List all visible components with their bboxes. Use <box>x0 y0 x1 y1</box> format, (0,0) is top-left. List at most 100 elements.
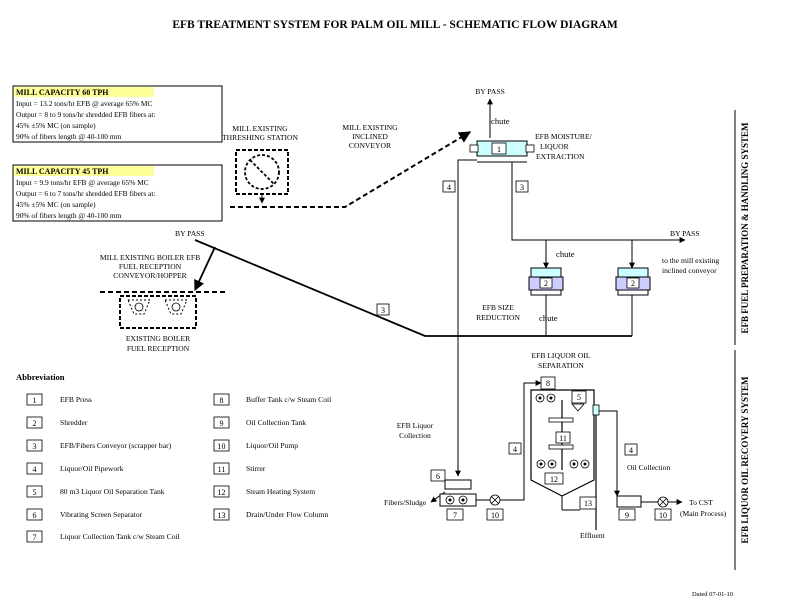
shredder-2a: 2 <box>528 267 564 296</box>
capacity-line: Input = 9.9 tons/hr EFB @ average 65% MC <box>16 178 149 187</box>
fiber-conveyor-line <box>511 162 686 243</box>
abbreviation-code: 2 <box>33 419 37 428</box>
equipment-tag: 5 <box>577 393 581 402</box>
boiler-fuel-hopper <box>100 291 225 329</box>
abbreviation-desc: Shredder <box>60 418 88 427</box>
abbreviation-desc: Steam Heating System <box>246 487 315 496</box>
separation-label: EFB LIQUOR OIL <box>531 351 590 360</box>
equipment-tag: 4 <box>629 446 633 455</box>
dated-label: Dated 07-01-10 <box>692 591 733 598</box>
capacity-line: 45% ±5% MC (on sample) <box>16 121 96 130</box>
abbreviation-desc: Vibrating Screen Separator <box>60 510 143 519</box>
moisture-label: LIQUOR <box>540 142 570 151</box>
moisture-label: EFB MOISTURE/ <box>535 132 593 141</box>
to-mill-label: to the mill existing <box>662 256 719 265</box>
equipment-tag: 9 <box>625 511 629 520</box>
inclined-conveyor-label: INCLINED <box>352 132 388 141</box>
capacity-line: Output = 6 to 7 tons/hr shredded EFB fib… <box>16 189 155 198</box>
abbreviation-code: 13 <box>218 511 226 520</box>
threshing-station <box>235 149 289 204</box>
equipment-tag: 1 <box>497 145 501 154</box>
capacity-heading: MILL CAPACITY 60 TPH <box>16 88 109 97</box>
capacity-line: 90% of fibers length @ 40-100 mm <box>16 211 122 220</box>
abbreviation-code: 9 <box>220 419 224 428</box>
oil-collection-line <box>599 410 620 497</box>
oil-collection-tank-9 <box>616 495 642 508</box>
bypass-label: BY PASS <box>475 87 505 96</box>
abbreviation-code: 12 <box>218 488 226 497</box>
abbreviation-code: 11 <box>218 465 226 474</box>
side-label-oil: EFB LIQUOR OIL RECOVERY SYSTEM <box>740 376 750 543</box>
vibrating-screen-6 <box>444 479 472 490</box>
inclined-conveyor-label: MILL EXISTING <box>342 123 398 132</box>
to-cst-label: To CST <box>689 498 713 507</box>
abbreviation-code: 4 <box>33 465 37 474</box>
abbreviation-code: 1 <box>33 396 37 405</box>
threshing-label: MILL EXISTING <box>232 124 288 133</box>
abbreviation-desc: Oil Collection Tank <box>246 418 306 427</box>
abbreviation-heading: Abbreviation <box>16 372 65 382</box>
abbreviation-code: 3 <box>33 442 37 451</box>
capacity-line: 45% ±5% MC (on sample) <box>16 200 96 209</box>
boiler-label: MILL EXISTING BOILER EFB <box>100 253 200 262</box>
equipment-tag: 6 <box>436 472 440 481</box>
existing-boiler-label: FUEL RECEPTION <box>127 344 190 353</box>
equipment-tag: 7 <box>453 511 457 520</box>
liquor-collection-tank-7 <box>439 493 477 507</box>
equipment-tag: 10 <box>491 511 499 520</box>
feed-to-buffer-line <box>523 380 542 471</box>
equipment-tag: 4 <box>513 445 517 454</box>
capacity-box-60tph: MILL CAPACITY 60 TPH Input = 13.2 tons/h… <box>12 85 223 143</box>
separation-tank-5: 11 12 <box>530 389 595 497</box>
diagram-title: EFB TREATMENT SYSTEM FOR PALM OIL MILL -… <box>172 19 618 31</box>
moisture-label: EXTRACTION <box>536 152 585 161</box>
boiler-label: CONVEYOR/HOPPER <box>113 271 187 280</box>
equipment-tag: 13 <box>584 499 592 508</box>
equipment-tag: 11 <box>559 434 567 443</box>
shredder-2b: 2 <box>615 267 651 296</box>
bypass-label: BY PASS <box>670 229 700 238</box>
liquor-collection-label: EFB Liquor <box>397 421 434 430</box>
chute-label: chute <box>556 249 575 259</box>
abbreviation-desc: EFB/Fibers Conveyor (scrapper bar) <box>60 441 172 450</box>
inclined-conveyor-line <box>230 131 472 208</box>
capacity-heading: MILL CAPACITY 45 TPH <box>16 167 109 176</box>
capacity-box-45tph: MILL CAPACITY 45 TPH Input = 9.9 tons/hr… <box>12 164 223 222</box>
equipment-tag: 8 <box>546 379 550 388</box>
equipment-tag: 2 <box>544 279 548 288</box>
abbreviation-desc: Liquor/Oil Pipework <box>60 464 124 473</box>
equipment-tag: 3 <box>381 306 385 315</box>
capacity-line: Output = 8 to 9 tons/hr shredded EFB fib… <box>16 110 155 119</box>
equipment-tag: 10 <box>659 511 667 520</box>
abbreviation-desc: EFB Press <box>60 395 92 404</box>
abbreviation-desc: Liquor Collection Tank c/w Steam Coil <box>60 532 180 541</box>
fibers-sludge-label: Fibers/Sludge <box>384 498 427 507</box>
drain-column-13 <box>579 496 597 510</box>
inclined-conveyor-label: CONVEYOR <box>349 141 392 150</box>
abbreviation-desc: 80 m3 Liquor Oil Separation Tank <box>60 487 165 496</box>
liquor-pipe-line <box>455 159 477 477</box>
oil-collection-label: Oil Collection <box>627 463 670 472</box>
boiler-label: FUEL RECEPTION <box>119 262 182 271</box>
equipment-tag: 12 <box>550 475 558 484</box>
capacity-line: Input = 13.2 tons/hr EFB @ average 65% M… <box>16 99 152 108</box>
main-conveyor-line <box>194 239 632 337</box>
side-label-fuel: EFB FUEL PREPARATION & HANDLING SYSTEM <box>740 122 750 333</box>
abbreviation-left-list: 1 EFB Press 2 Shredder 3 EFB/Fibers Conv… <box>26 393 180 543</box>
abbreviation-code: 10 <box>218 442 226 451</box>
equipment-tag: 4 <box>447 183 451 192</box>
separation-label: SEPARATION <box>538 361 584 370</box>
effluent-label: Effluent <box>580 531 606 540</box>
size-reduction-label: EFB SIZE <box>482 303 514 312</box>
equipment-tag: 2 <box>631 279 635 288</box>
efb-press-1: 1 <box>469 140 535 163</box>
capacity-line: 90% of fibers length @ 40-100 mm <box>16 132 122 141</box>
chute-label: chute <box>539 313 558 323</box>
to-mill-label: inclined conveyor <box>662 266 717 275</box>
abbreviation-desc: Buffer Tank c/w Steam Coil <box>246 395 331 404</box>
equipment-tag: 3 <box>520 183 524 192</box>
chute-label: chute <box>491 116 510 126</box>
main-process-label: (Main Process) <box>680 509 727 518</box>
liquor-collection-label: Collection <box>399 431 431 440</box>
